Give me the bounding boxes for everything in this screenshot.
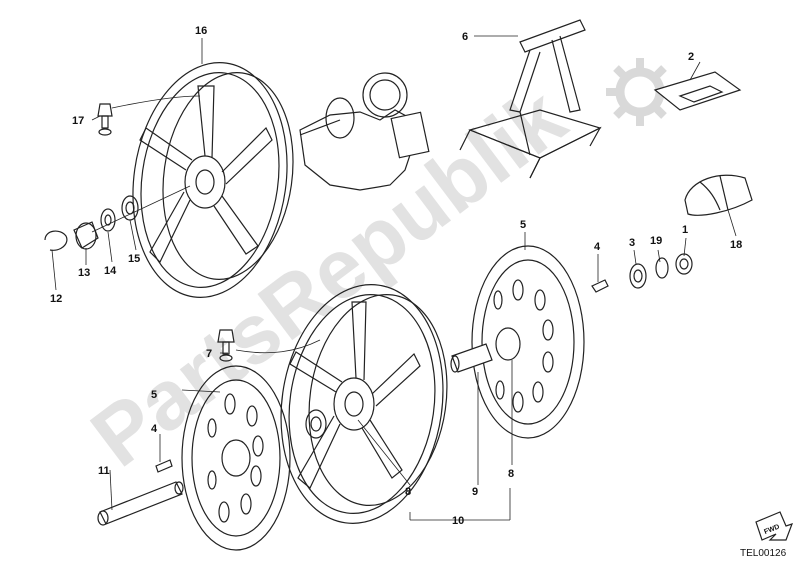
callout-9: 9	[472, 486, 478, 498]
callout-numbers: 1 2 3 4 4 5 5 6 7 8 8 9 10 11 12 13 14 1…	[50, 25, 742, 527]
axle-sleeve	[450, 343, 493, 373]
callout-12: 12	[50, 293, 62, 305]
forward-arrow-icon: FWD	[755, 511, 794, 541]
right-axle-parts	[591, 253, 693, 293]
disc-bolt	[155, 459, 173, 473]
callout-7: 7	[206, 348, 212, 360]
callout-1: 1	[682, 224, 688, 236]
callout-16: 16	[195, 25, 207, 37]
callout-19: 19	[650, 235, 662, 247]
callout-3: 3	[629, 237, 635, 249]
front-wheel	[280, 284, 448, 524]
callout-14: 14	[104, 265, 117, 277]
callout-5-bottom: 5	[151, 389, 157, 401]
callout-15: 15	[128, 253, 140, 265]
callout-4-top: 4	[594, 241, 601, 253]
callout-10: 10	[452, 515, 464, 527]
front-axle	[97, 481, 184, 526]
front-right-disc	[471, 245, 585, 439]
callout-8-disc: 8	[508, 468, 514, 480]
callout-13: 13	[78, 267, 90, 279]
leader-lines	[51, 35, 737, 521]
rear-hub-sprocket	[299, 72, 430, 191]
callout-6: 6	[462, 31, 468, 43]
rear-hub-small-parts	[44, 185, 191, 251]
paddock-stand	[459, 19, 602, 179]
callout-5-top: 5	[520, 219, 526, 231]
callout-4-bottom: 4	[151, 423, 158, 435]
tool-roll	[684, 174, 753, 216]
drawing-code: TEL00126	[740, 548, 787, 559]
front-valve	[217, 329, 321, 362]
tool-packet	[653, 71, 742, 111]
front-left-disc	[181, 365, 291, 551]
callout-8-hub: 8	[405, 486, 411, 498]
callout-17: 17	[72, 115, 84, 127]
callout-18: 18	[730, 239, 742, 251]
callout-11: 11	[98, 465, 110, 477]
rear-wheel	[132, 62, 294, 298]
rear-valve	[97, 95, 201, 136]
watermark-gear-icon	[606, 58, 674, 126]
watermark: PartsRepublik	[74, 58, 674, 484]
callout-2: 2	[688, 51, 694, 63]
